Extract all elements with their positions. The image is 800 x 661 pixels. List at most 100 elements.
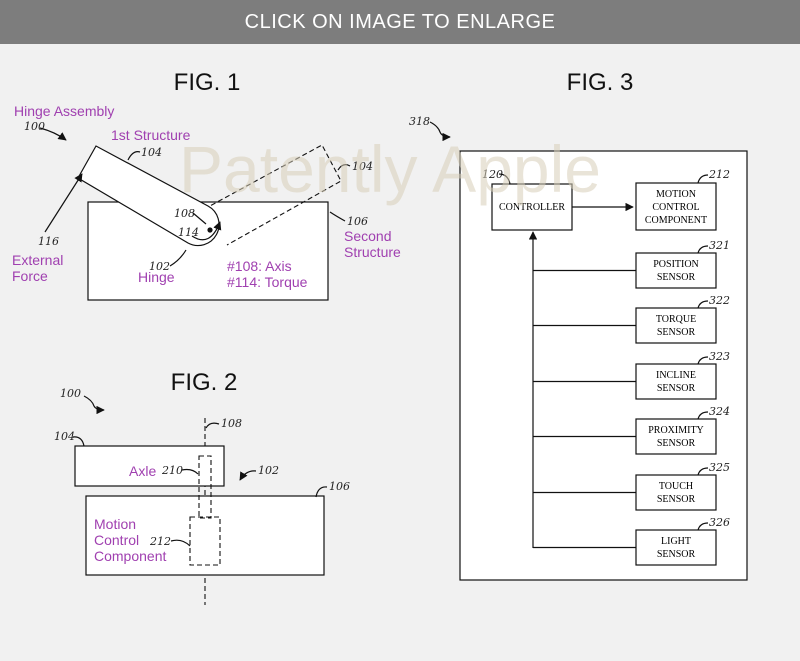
fig2-ref-104-leader xyxy=(72,436,85,447)
fig2-axle-label: Axle xyxy=(129,463,156,479)
fig2-ref-210: 210 xyxy=(161,464,183,477)
fig3-motion-line-3: COMPONENT xyxy=(645,215,707,226)
fig3-sensor-line-1: POSITION xyxy=(653,259,699,270)
fig3-sensor-ref-leader xyxy=(697,411,709,420)
enlarge-banner[interactable]: CLICK ON IMAGE TO ENLARGE xyxy=(0,0,800,44)
fig3-sensor-ref-leader xyxy=(697,356,709,365)
fig2-axle xyxy=(198,455,212,519)
fig3-ref-318: 318 xyxy=(409,115,430,128)
fig1-ref-100: 100 xyxy=(24,120,45,133)
fig2-title: FIG. 2 xyxy=(171,369,238,396)
fig3-sensor-box xyxy=(635,418,717,455)
fig3-sensor-line-2: SENSOR xyxy=(657,438,696,449)
fig1-first-structure-arm xyxy=(77,145,220,247)
fig1-ref-108: 108 xyxy=(174,207,195,220)
fig1-first-structure-label: 1st Structure xyxy=(111,127,191,143)
fig3-sensor-ref: 321 xyxy=(709,239,730,252)
fig2-motion-label-3: Component xyxy=(94,548,166,564)
fig3-sensor-ref-leader xyxy=(697,300,709,309)
fig3-sensor-ref-leader xyxy=(697,522,709,531)
fig3-sensor-ref-leader xyxy=(697,467,709,476)
fig1-title: FIG. 1 xyxy=(174,69,241,96)
fig3-sensor-ref: 325 xyxy=(709,461,730,474)
fig3-sensor-line-1: TORQUE xyxy=(656,314,696,325)
fig1-external-force-label-1: External xyxy=(12,252,63,268)
fig3-motion-ref-leader xyxy=(697,174,709,184)
fig2-ref-108-leader xyxy=(205,422,220,429)
fig2-ref-106-leader xyxy=(315,486,328,498)
fig1-second-structure-label-1: Second xyxy=(344,228,391,244)
fig1-second-structure-label-2: Structure xyxy=(344,244,401,260)
fig3-sensor-3: PROXIMITY SENSOR 324 xyxy=(533,405,730,455)
fig3-sensor-line-2: SENSOR xyxy=(657,549,696,560)
fig3-sensor-ref-leader xyxy=(697,245,709,254)
fig3-sensor-line-2: SENSOR xyxy=(657,272,696,283)
fig1-hinge-label: Hinge xyxy=(138,269,175,285)
fig1-ref-102-leader xyxy=(169,249,187,267)
fig2-ref-100: 100 xyxy=(60,387,81,400)
fig3-motion-line-2: CONTROL xyxy=(652,202,699,213)
fig2-ref-106: 106 xyxy=(329,480,350,493)
fig3-motion-box xyxy=(635,182,717,231)
fig1-hinge-assembly-label: Hinge Assembly xyxy=(14,103,114,119)
fig3-sensor-line-2: SENSOR xyxy=(657,494,696,505)
fig1-ref-104-dashed-leader xyxy=(337,164,351,171)
fig3-sensor-ref: 322 xyxy=(709,294,730,307)
fig3-sensor-line-1: INCLINE xyxy=(656,370,696,381)
fig3-sensor-ref: 323 xyxy=(709,350,730,363)
fig3-title: FIG. 3 xyxy=(567,69,634,96)
fig1-dashed-arm xyxy=(196,144,342,246)
fig3-motion-ref: 212 xyxy=(708,168,730,181)
fig2-ref-102-arrow xyxy=(239,470,257,481)
fig1-ref-102: 102 xyxy=(149,260,170,273)
fig3-sensor-ref: 326 xyxy=(709,516,730,529)
fig2: FIG. 2 100 104 108 Axle 210 102 106 Moti… xyxy=(54,369,350,605)
fig3-sensor-line-1: PROXIMITY xyxy=(648,425,704,436)
fig1-ref-114: 114 xyxy=(178,226,199,239)
fig1-ref-108-leader xyxy=(192,212,207,225)
fig2-ref-108: 108 xyxy=(221,417,242,430)
fig3-sensor-line-2: SENSOR xyxy=(657,383,696,394)
fig2-motion-control-component xyxy=(189,516,221,566)
fig1-torque-arrow xyxy=(191,221,222,241)
fig1: FIG. 1 Hinge Assembly 100 1st Structure … xyxy=(12,69,401,301)
fig1-torque-label: #114: Torque xyxy=(227,274,308,290)
fig1-external-force-arrow xyxy=(44,173,83,233)
fig3-sensor-1: TORQUE SENSOR 322 xyxy=(533,294,730,344)
fig3-sensor-line-1: TOUCH xyxy=(659,481,693,492)
fig1-ref-106-leader xyxy=(329,211,346,222)
fig1-external-force-label-2: Force xyxy=(12,268,48,284)
fig3-sensor-box xyxy=(635,474,717,511)
fig2-second-structure xyxy=(85,495,325,576)
fig2-ref-104: 104 xyxy=(54,430,75,443)
fig3-ref-120-leader xyxy=(498,173,511,185)
fig3-sensor-box xyxy=(635,252,717,289)
fig3-sensor-0: POSITION SENSOR 321 xyxy=(533,239,730,289)
fig2-ref-102: 102 xyxy=(258,464,279,477)
fig3-sensor-ref: 324 xyxy=(709,405,730,418)
fig2-motion-label-1: Motion xyxy=(94,516,136,532)
fig1-ref-116: 116 xyxy=(38,235,59,248)
patent-figures[interactable]: FIG. 1 Hinge Assembly 100 1st Structure … xyxy=(0,44,800,661)
fig2-ref-210-leader xyxy=(181,468,199,475)
fig3-sensor-line-1: LIGHT xyxy=(661,536,691,547)
fig3-sensor-box xyxy=(635,307,717,344)
fig1-ref-104-dashed: 104 xyxy=(352,160,373,173)
fig2-ref-212-leader xyxy=(170,539,191,547)
fig2-ref-100-arrow xyxy=(83,395,105,415)
fig2-motion-label-2: Control xyxy=(94,532,139,548)
fig1-ref-100-arrow xyxy=(39,127,67,141)
fig3-sensor-line-2: SENSOR xyxy=(657,327,696,338)
fig1-ref-104: 104 xyxy=(141,146,162,159)
fig3-sensor-box xyxy=(635,529,717,566)
fig3-ref-120: 120 xyxy=(482,168,503,181)
fig3: FIG. 3 318 120 CONTROLLER MOTION CONTROL… xyxy=(409,69,748,581)
fig1-ref-104-leader xyxy=(127,151,141,161)
fig3-sensor-2: INCLINE SENSOR 323 xyxy=(533,350,730,400)
patently-apple-watermark: Patently Apple xyxy=(179,132,601,206)
fig3-sensor-5: LIGHT SENSOR 326 xyxy=(533,516,730,566)
fig3-motion-line-1: MOTION xyxy=(656,189,696,200)
fig3-ref-318-arrow xyxy=(429,121,451,142)
fig1-axis-dot xyxy=(207,227,213,233)
fig3-controller-box xyxy=(491,183,573,231)
